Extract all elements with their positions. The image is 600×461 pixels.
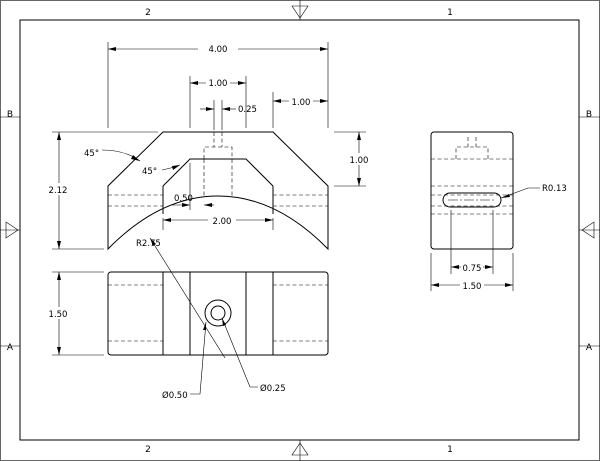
inner-border: [19, 19, 580, 441]
dim-front-right-step: 1.00: [292, 98, 311, 108]
counterbore-outer: [204, 299, 232, 327]
zone-label-top-1: 1: [447, 8, 453, 18]
centering-marks: [5, 5, 595, 456]
radius-label: R2.75: [136, 239, 161, 249]
side-view: [430, 131, 514, 250]
zone-label-bottom-1: 1: [447, 445, 453, 455]
side-view-outline: [430, 131, 514, 250]
zone-label-right-b: B: [586, 110, 592, 120]
zone-label-left-b: B: [7, 110, 13, 120]
zone-label-right-a: A: [586, 343, 593, 353]
dim-front-width: 4.00: [209, 45, 228, 55]
angle-outer: 45°: [84, 149, 99, 159]
top-view-outline: [107, 271, 329, 356]
dim-hole-inner: Ø0.25: [260, 383, 286, 394]
side-view-slot: [442, 192, 502, 208]
dim-front-slot-width: 1.00: [209, 79, 228, 89]
angle-inner: 45°: [142, 167, 157, 177]
dim-front-step-height: 1.00: [350, 156, 369, 166]
dim-front-slot-offset: 0.25: [238, 105, 257, 115]
dim-side-slot-radius: R0.13: [542, 184, 567, 194]
front-view-dimensions: 4.00 1.00 0.25 1.00 2.12: [46, 42, 373, 359]
dim-side-width: 1.50: [463, 282, 482, 292]
front-view-outline: [107, 131, 329, 251]
dim-front-inner-width: 2.00: [213, 217, 232, 227]
zone-label-top-2: 2: [145, 8, 151, 18]
hole-inner: [210, 305, 226, 321]
top-view: [107, 271, 329, 356]
dim-side-slot-length: 0.75: [463, 264, 482, 274]
top-view-dimensions: 1.50 Ø0.50 Ø0.25: [46, 271, 286, 401]
zone-label-left-a: A: [7, 343, 14, 353]
zone-label-bottom-2: 2: [145, 445, 151, 455]
side-view-dimensions: R0.13 0.75 1.50: [430, 184, 567, 292]
front-view-pocket: [162, 158, 274, 187]
dim-hole-outer: Ø0.50: [162, 390, 188, 401]
dim-front-height: 2.12: [49, 186, 68, 196]
dim-top-depth: 1.50: [49, 310, 68, 320]
dim-front-inner-step: 0.50: [174, 194, 193, 204]
front-view: [107, 131, 329, 251]
